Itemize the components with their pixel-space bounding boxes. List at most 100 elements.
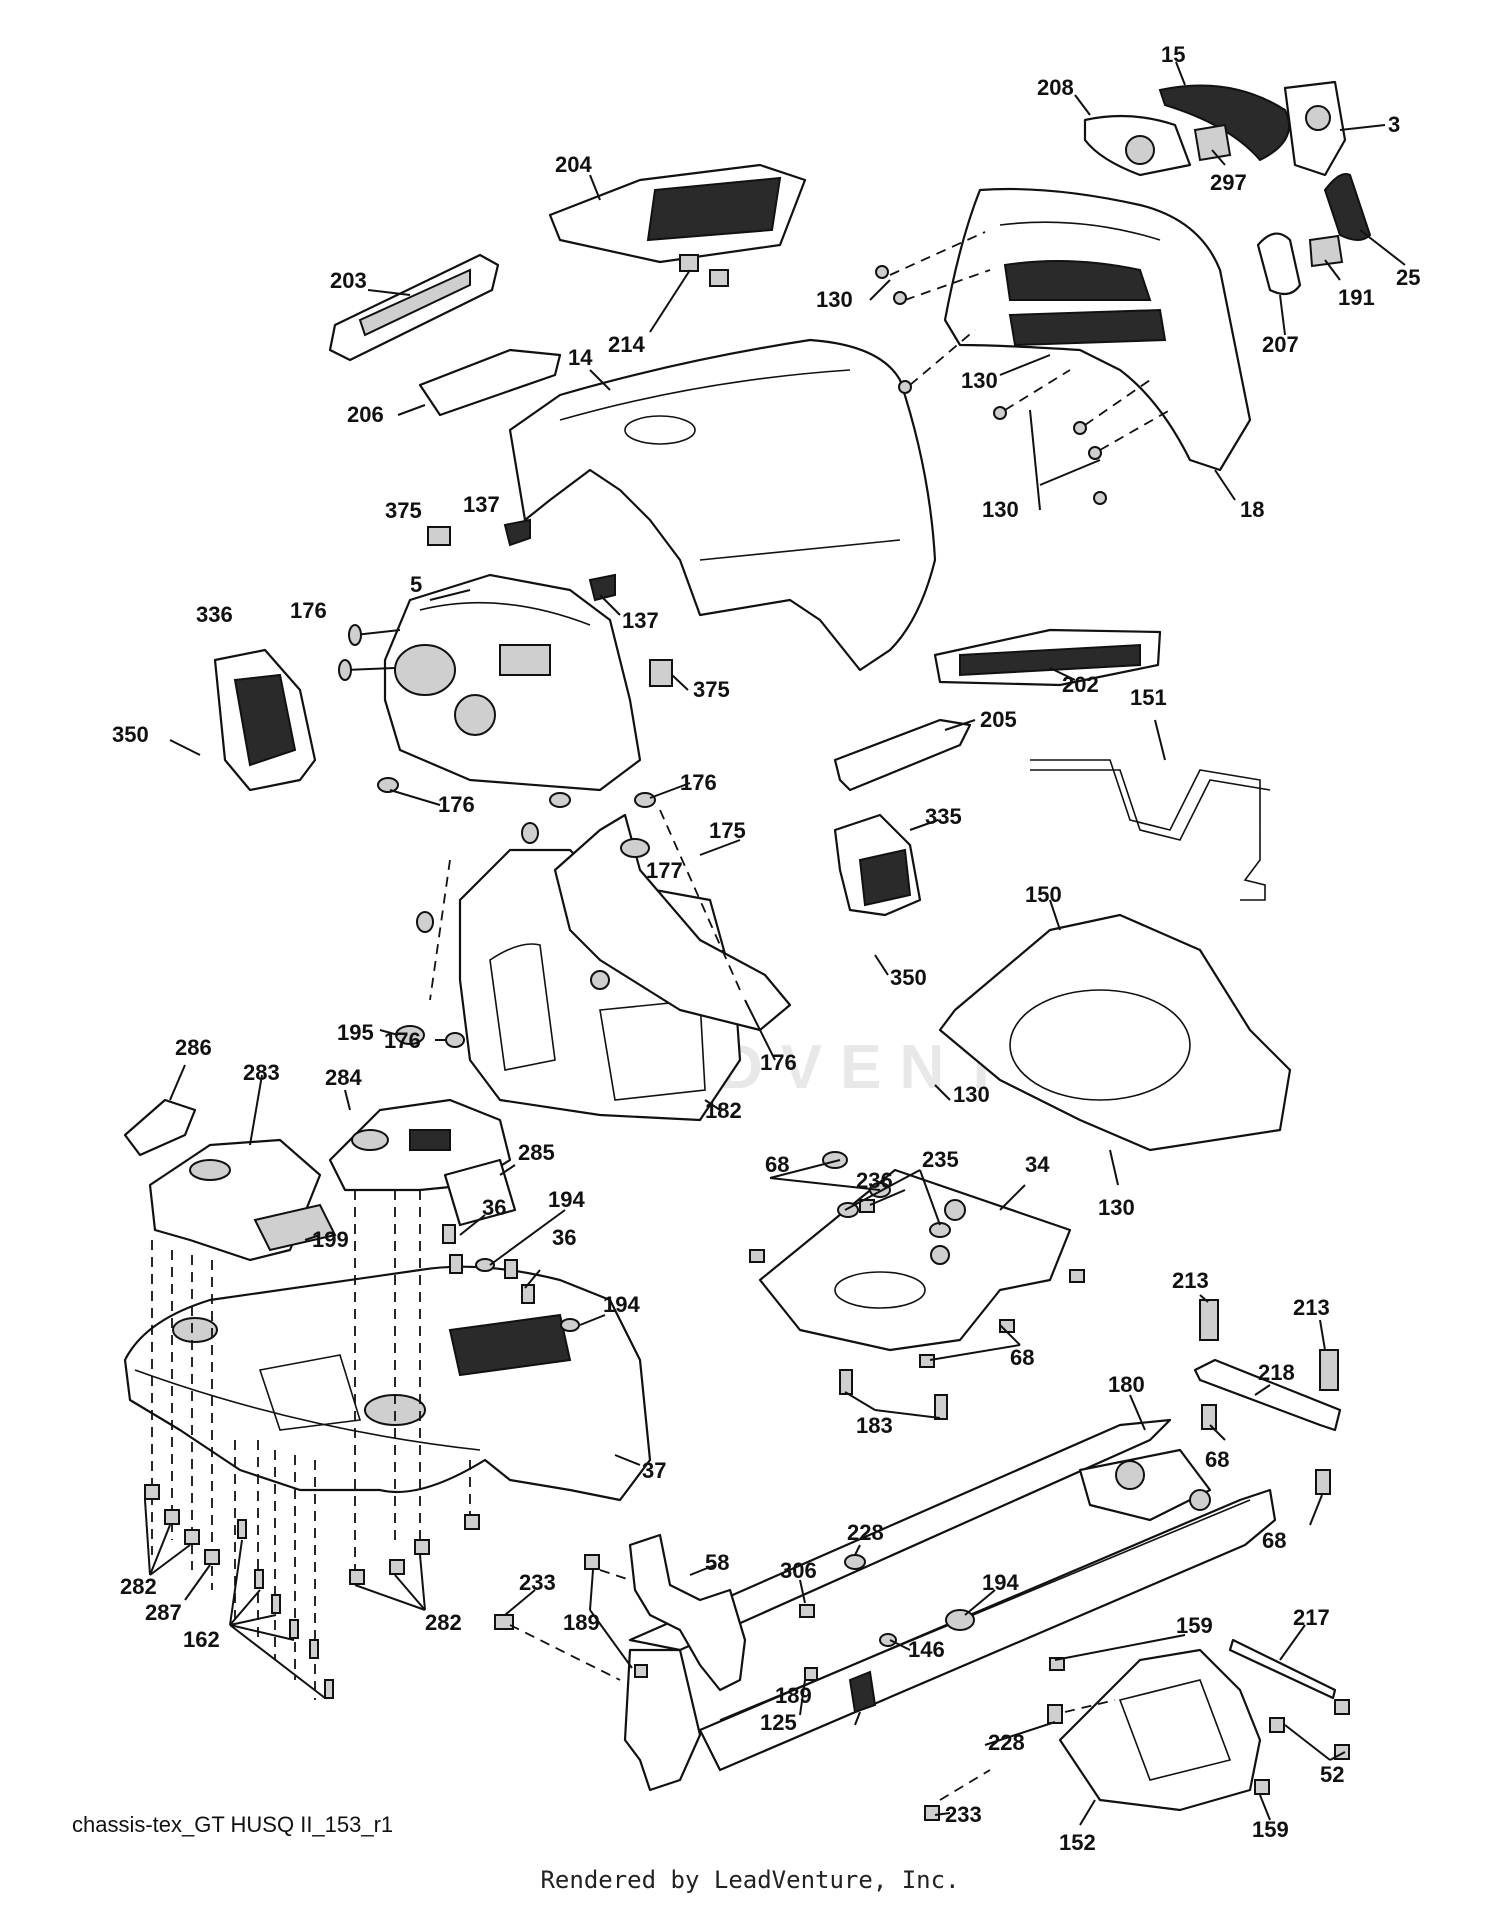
callout-label[interactable]: 177 xyxy=(646,858,683,883)
part-15-bezel[interactable] xyxy=(1158,84,1290,162)
callout-label[interactable]: 176 xyxy=(680,770,717,795)
callout-label[interactable]: 36 xyxy=(552,1225,576,1250)
callout-label[interactable]: 130 xyxy=(953,1082,990,1107)
callout-label[interactable]: 375 xyxy=(693,677,730,702)
part-152-footrest[interactable] xyxy=(1058,1648,1262,1812)
callout-label[interactable]: 37 xyxy=(642,1458,666,1483)
callout-label[interactable]: 236 xyxy=(856,1168,893,1193)
callout-label[interactable]: 206 xyxy=(347,402,384,427)
callout-label[interactable]: 218 xyxy=(1258,1360,1295,1385)
callout-label[interactable]: 375 xyxy=(385,498,422,523)
callout-label[interactable]: 130 xyxy=(961,368,998,393)
part-375-insert-b[interactable] xyxy=(649,659,673,687)
callout-label[interactable]: 36 xyxy=(482,1195,506,1220)
part-206-trim[interactable] xyxy=(418,348,562,417)
part-3-light-housing[interactable] xyxy=(1283,80,1347,177)
callout-label[interactable]: 151 xyxy=(1130,685,1167,710)
part-191-bracket[interactable] xyxy=(1308,234,1344,268)
callout-label[interactable]: 204 xyxy=(555,152,592,177)
callout-label[interactable]: 202 xyxy=(1062,672,1099,697)
callout-label[interactable]: 130 xyxy=(816,287,853,312)
callout-label[interactable]: 176 xyxy=(438,792,475,817)
callout-label[interactable]: 205 xyxy=(980,707,1017,732)
callout-label[interactable]: 335 xyxy=(925,804,962,829)
callout-label[interactable]: 228 xyxy=(988,1730,1025,1755)
callout-label[interactable]: 207 xyxy=(1262,332,1299,357)
callout-label[interactable]: 68 xyxy=(1262,1528,1286,1553)
callout-label[interactable]: 3 xyxy=(1388,112,1400,137)
callout-label[interactable]: 137 xyxy=(622,608,659,633)
callout-label[interactable]: 213 xyxy=(1172,1268,1209,1293)
callout-label[interactable]: 217 xyxy=(1293,1605,1330,1630)
callout-label[interactable]: 176 xyxy=(384,1028,421,1053)
callout-label[interactable]: 194 xyxy=(603,1292,640,1317)
callout-label[interactable]: 130 xyxy=(1098,1195,1135,1220)
part-37-fender[interactable] xyxy=(123,1265,652,1502)
part-217-rod[interactable] xyxy=(1228,1638,1337,1700)
callout-label[interactable]: 137 xyxy=(463,492,500,517)
callout-label[interactable]: 306 xyxy=(780,1558,817,1583)
part-285-cover[interactable] xyxy=(443,1158,517,1227)
callout-label[interactable]: 58 xyxy=(705,1550,729,1575)
part-180-chassis-frame[interactable] xyxy=(623,1418,1277,1792)
callout-label[interactable]: 175 xyxy=(709,818,746,843)
part-58-bracket[interactable] xyxy=(628,1533,747,1692)
callout-label[interactable]: 194 xyxy=(982,1570,1019,1595)
callout-label[interactable]: 15 xyxy=(1161,42,1185,67)
callout-label[interactable]: 180 xyxy=(1108,1372,1145,1397)
callout-label[interactable]: 214 xyxy=(608,332,645,357)
callout-label[interactable]: 130 xyxy=(982,497,1019,522)
callout-label[interactable]: 194 xyxy=(548,1187,585,1212)
part-205-trim[interactable] xyxy=(833,718,972,792)
callout-label[interactable]: 176 xyxy=(290,598,327,623)
callout-label[interactable]: 286 xyxy=(175,1035,212,1060)
callout-label[interactable]: 233 xyxy=(945,1802,982,1827)
callout-label[interactable]: 176 xyxy=(760,1050,797,1075)
callout-label[interactable]: 336 xyxy=(196,602,233,627)
part-150-floor-plate[interactable] xyxy=(938,913,1292,1152)
callout-label[interactable]: 68 xyxy=(765,1152,789,1177)
callout-label[interactable]: 191 xyxy=(1338,285,1375,310)
part-207-lamp[interactable] xyxy=(1256,232,1302,296)
callout-label[interactable]: 203 xyxy=(330,268,367,293)
callout-label[interactable]: 5 xyxy=(410,572,422,597)
part-25-bezel[interactable] xyxy=(1323,173,1372,241)
part-203-trim[interactable] xyxy=(328,253,500,362)
callout-label[interactable]: 183 xyxy=(856,1413,893,1438)
callout-label[interactable]: 284 xyxy=(325,1065,362,1090)
callout-label[interactable]: 162 xyxy=(183,1627,220,1652)
callout-label[interactable]: 52 xyxy=(1320,1762,1344,1787)
part-175-bracket[interactable] xyxy=(553,813,792,1032)
callout-label[interactable]: 182 xyxy=(705,1098,742,1123)
callout-label[interactable]: 189 xyxy=(775,1683,812,1708)
callout-label[interactable]: 159 xyxy=(1176,1613,1213,1638)
callout-label[interactable]: 189 xyxy=(563,1610,600,1635)
callout-label[interactable]: 152 xyxy=(1059,1830,1096,1855)
part-284-right-cover[interactable] xyxy=(328,1098,512,1192)
callout-label[interactable]: 287 xyxy=(145,1600,182,1625)
part-18-grille-housing[interactable] xyxy=(943,187,1252,472)
callout-label[interactable]: 125 xyxy=(760,1710,797,1735)
part-375-insert-a[interactable] xyxy=(427,526,451,546)
callout-label[interactable]: 68 xyxy=(1205,1447,1229,1472)
part-177-knob[interactable] xyxy=(620,838,650,858)
part-199-plate[interactable] xyxy=(253,1203,337,1252)
part-335-side-panel[interactable] xyxy=(833,813,922,917)
callout-label[interactable]: 199 xyxy=(312,1227,349,1252)
callout-label[interactable]: 282 xyxy=(425,1610,462,1635)
part-137-clip-a[interactable] xyxy=(503,518,531,547)
callout-label[interactable]: 350 xyxy=(890,965,927,990)
part-14-hood[interactable] xyxy=(508,338,937,672)
callout-label[interactable]: 14 xyxy=(568,345,593,370)
part-218-bracket[interactable] xyxy=(1193,1358,1342,1432)
part-151-bracket[interactable] xyxy=(1030,759,1271,901)
callout-label[interactable]: 297 xyxy=(1210,170,1247,195)
callout-label[interactable]: 235 xyxy=(922,1147,959,1172)
part-202-grille-insert[interactable] xyxy=(933,628,1162,687)
callout-label[interactable]: 159 xyxy=(1252,1817,1289,1842)
part-297-clip[interactable] xyxy=(1193,123,1232,162)
callout-label[interactable]: 146 xyxy=(908,1637,945,1662)
part-125-clip[interactable] xyxy=(848,1670,877,1714)
callout-label[interactable]: 68 xyxy=(1010,1345,1034,1370)
callout-label[interactable]: 25 xyxy=(1396,265,1420,290)
